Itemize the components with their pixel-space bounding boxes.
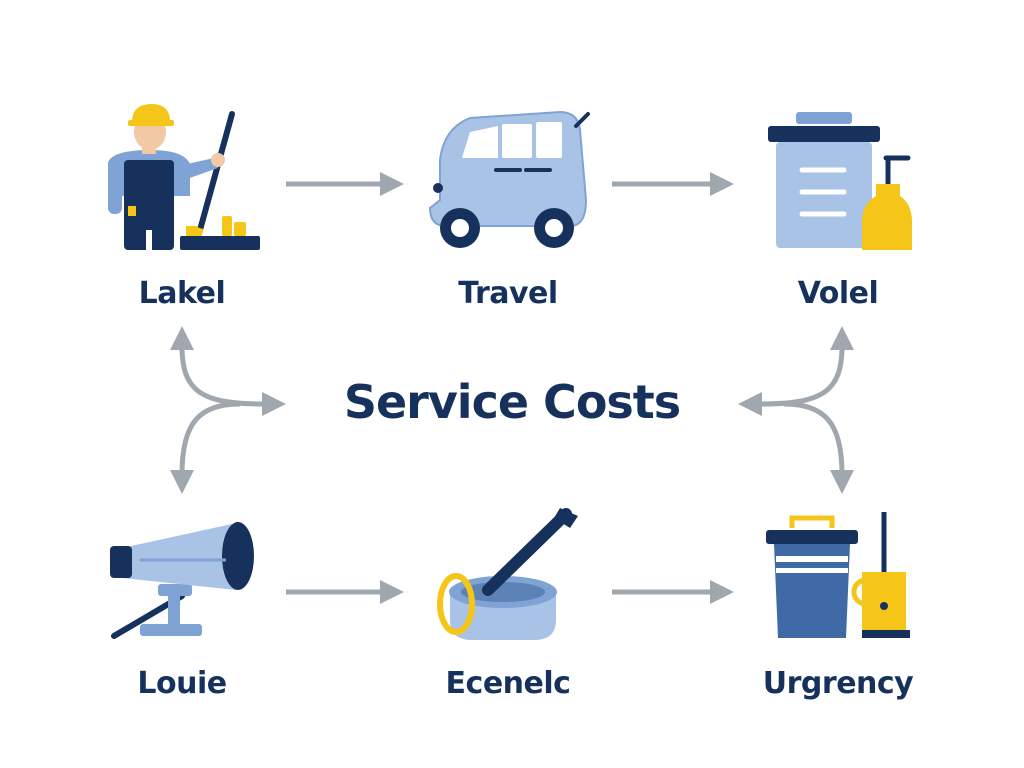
- node-label-container: Volel: [797, 276, 879, 311]
- arrow-fork-left-head-down: [170, 470, 194, 494]
- van-icon: [428, 110, 590, 248]
- arrow-worker-to-van: [286, 172, 404, 196]
- arrow-mortar-to-bin: [612, 580, 734, 604]
- node-label-van: Travel: [458, 276, 558, 311]
- bin-and-sprayer-icon: [766, 512, 910, 638]
- arrow-fork-right-head-left: [738, 392, 762, 416]
- arrow-fork-right-head-down: [830, 470, 854, 494]
- arrow-van-to-container: [612, 172, 734, 196]
- container-and-bottle-icon: [768, 112, 912, 250]
- node-label-camera: Louie: [137, 666, 227, 701]
- node-label-mortar: Ecenelc: [445, 666, 571, 701]
- diagram-title: Service Costs: [343, 375, 681, 429]
- arrow-fork-left: [179, 345, 263, 475]
- worker-with-mop-icon: [108, 104, 260, 252]
- mortar-and-pestle-icon: [437, 508, 578, 640]
- arrow-camera-to-mortar: [286, 580, 404, 604]
- arrow-fork-right: [761, 345, 845, 475]
- node-label-worker: Lakel: [138, 276, 226, 311]
- arrow-fork-left-head-right: [262, 392, 286, 416]
- arrow-fork-right-head-up: [830, 326, 854, 350]
- arrow-fork-left-head-up: [170, 326, 194, 350]
- camera-on-stand-icon: [110, 522, 254, 639]
- node-label-bin: Urgrency: [762, 666, 914, 701]
